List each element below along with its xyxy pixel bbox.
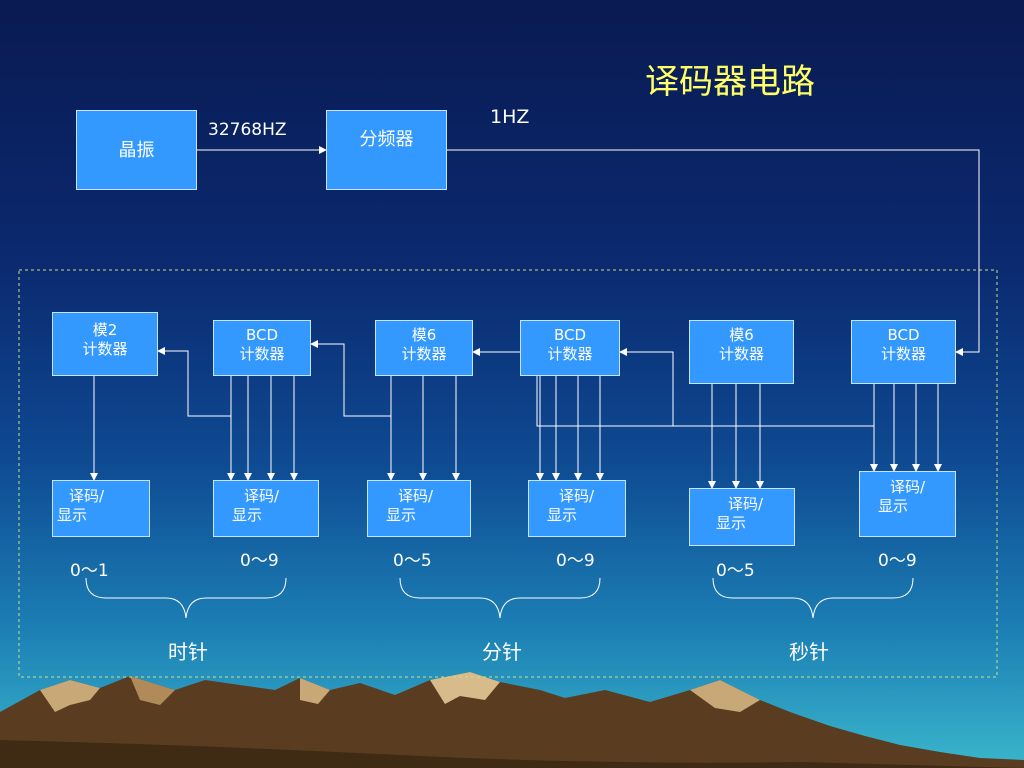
decoder-line2: 显示 [878, 497, 909, 515]
page-title: 译码器电路 [645, 62, 815, 102]
group-hour-label: 时针 [168, 640, 208, 664]
decoder-hour-tens: 译码/ 显示 [52, 480, 150, 537]
group-minute-label: 分针 [482, 640, 522, 664]
counter-second-mod6: 模6 计数器 [689, 320, 794, 384]
counter-line2: 计数器 [880, 345, 926, 363]
counter-line1: 模6 [411, 326, 437, 344]
mountains [0, 672, 1024, 768]
top-wiring [197, 146, 980, 356]
counter-line2: 计数器 [718, 345, 764, 363]
counter-line2: 计数器 [239, 345, 285, 363]
range-second-tens: 0～5 [716, 561, 755, 581]
decoder-second-tens: 译码/ 显示 [689, 488, 795, 546]
oscillator-label: 晶振 [118, 139, 155, 161]
clock-frame [18, 269, 998, 678]
counter-hour-mod2: 模2 计数器 [52, 312, 158, 376]
decoder-line1: 译码/ [398, 487, 434, 505]
range-hour-ones: 0～9 [240, 551, 279, 571]
decoder-line1: 译码/ [728, 495, 764, 513]
range-second-ones: 0～9 [878, 551, 917, 571]
counter-second-bcd: BCD 计数器 [851, 320, 956, 384]
counter-hour-bcd: BCD 计数器 [213, 320, 311, 376]
freq-in-label: 32768HZ [208, 120, 287, 140]
counter-line1: BCD [245, 326, 279, 344]
decoder-line2: 显示 [232, 506, 263, 524]
divider-label: 分频器 [359, 128, 414, 150]
decoder-line2: 显示 [716, 514, 747, 532]
decoder-line1: 译码/ [890, 478, 926, 496]
decoder-line1: 译码/ [69, 487, 105, 505]
range-minute-ones: 0～9 [556, 551, 595, 571]
decoder-line2: 显示 [386, 506, 417, 524]
decoder-line2: 显示 [547, 506, 578, 524]
counter-line1: 模6 [729, 326, 754, 344]
decoder-hour-ones: 译码/ 显示 [213, 480, 319, 537]
divider-box: 分频器 [326, 110, 447, 190]
counter-line1: BCD [553, 326, 587, 344]
counter-minute-mod6: 模6 计数器 [375, 320, 473, 376]
counter-line2: 计数器 [401, 345, 447, 363]
data-lines [90, 376, 942, 489]
range-minute-tens: 0～5 [393, 551, 432, 571]
decoder-line1: 译码/ [244, 487, 280, 505]
counter-line1: BCD [887, 326, 920, 344]
group-braces [85, 577, 914, 619]
counter-minute-bcd: BCD 计数器 [520, 320, 620, 376]
group-second-label: 秒针 [789, 640, 829, 664]
counter-line2: 计数器 [82, 340, 128, 358]
decoder-minute-ones: 译码/ 显示 [528, 480, 626, 537]
decoder-line1: 译码/ [559, 487, 595, 505]
freq-out-label: 1HZ [490, 106, 530, 128]
counter-line2: 计数器 [547, 345, 593, 363]
counter-line1: 模2 [92, 321, 118, 339]
range-hour-tens: 0～1 [70, 561, 109, 581]
decoder-line2: 显示 [57, 506, 88, 524]
oscillator-box: 晶振 [76, 110, 197, 190]
decoder-minute-tens: 译码/ 显示 [367, 480, 471, 537]
decoder-second-ones: 译码/ 显示 [859, 471, 956, 537]
